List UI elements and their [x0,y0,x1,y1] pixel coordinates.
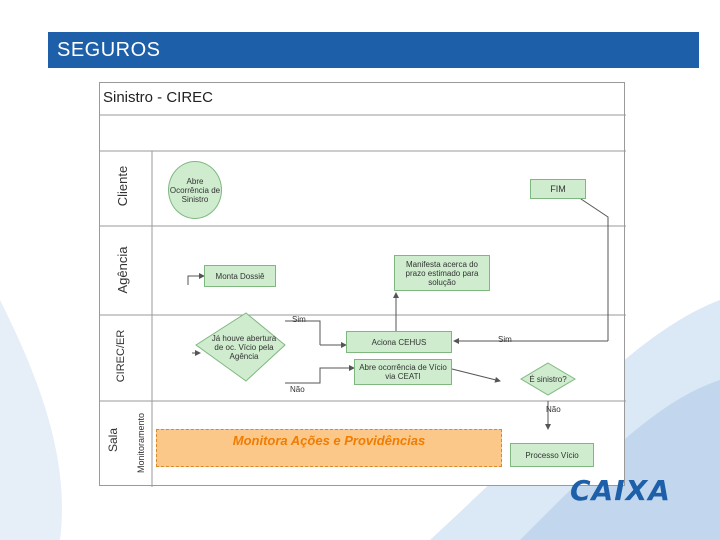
edge-to-fim [559,184,609,341]
node-monta-dossie: Monta Dossiê [204,265,276,287]
lane-label-cirec: CIREC/ER [115,329,127,383]
node-fim: FIM [530,179,586,199]
caixa-logo: CAIXA [570,474,671,507]
diagram-title: Sinistro - CIREC [103,89,214,106]
node-abre-ocorrencia-vicio: Abre ocorrência de Vício via CEATI [354,359,452,385]
node-processo-vicio: Processo Vício [510,443,594,467]
edge-sim-top [285,320,321,345]
lane-label-monitoramento: Monitoramento [136,412,146,474]
flowchart: Sinistro - CIREC [99,82,626,487]
node-abre-ocorrencia: Abre Ocorrência de Sinistro [168,161,222,219]
edge-label-nao-bottom: Não [546,405,561,414]
caixa-logo-text: CAIXA [570,474,671,507]
node-houve-abertura: Já houve abertura de oc. Vício pela Agên… [211,333,277,361]
lane-label-agencia: Agência [115,246,130,294]
edge-label-sim-right: Sim [498,335,512,344]
lane-label-sala: Sala [106,427,120,453]
flowchart-lines [100,114,626,487]
edge-nao-left [285,365,355,384]
node-aciona-cehus: Aciona CEHUS [346,331,452,353]
node-monitora: Monitora Ações e Providências [156,429,502,467]
lane-label-cliente: Cliente [115,165,130,207]
node-manifesta: Manifesta acerca do prazo estimado para … [394,255,490,291]
decision-houve-abertura-shape [195,312,286,382]
edge-label-nao-left: Não [290,385,305,394]
edge-label-sim-top: Sim [292,315,306,324]
edge-to-monta-dossie [187,273,205,285]
node-e-sinistro: É sinistro? [529,374,567,384]
edge-to-e-sinistro [451,368,501,383]
decision-e-sinistro-shape [520,362,576,396]
slide-title: SEGUROS [48,32,699,68]
